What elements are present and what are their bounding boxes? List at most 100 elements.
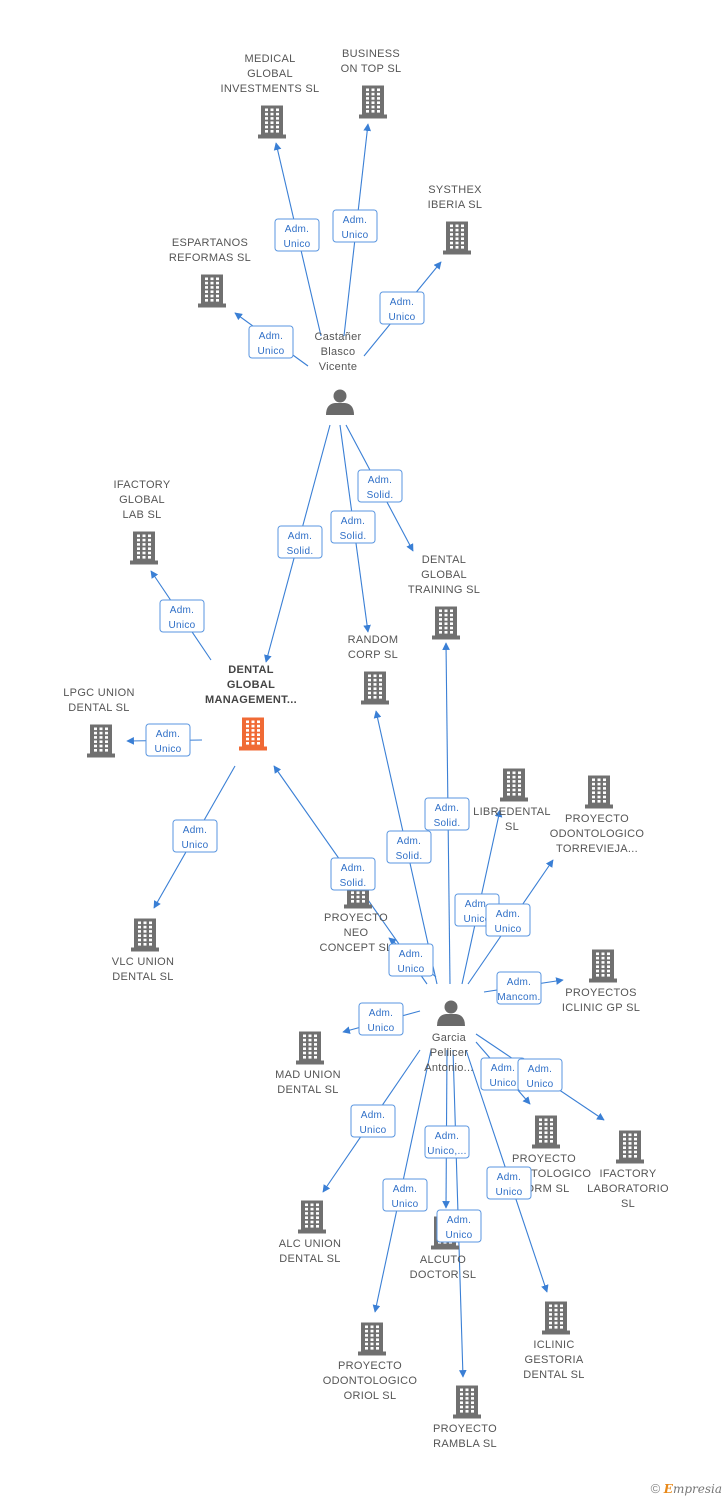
building-window [356,900,360,903]
role-label-garcia-to-iclinic_gp[interactable]: Adm.Mancom. [496,971,542,1005]
role-label-garcia-to-random[interactable]: Adm.Solid. [386,830,432,864]
role-label-garcia-to-mad[interactable]: Adm.Unico [358,1002,404,1036]
role-label-castaner-to-medical[interactable]: Adm.Unico [274,218,320,252]
building-window [148,551,151,555]
role-label-garcia-to-dental_training[interactable]: Adm.Solid. [424,797,470,831]
building-window [512,793,516,796]
building-window [305,1220,308,1224]
building-window [94,731,97,735]
building-window [539,1140,542,1143]
building-icon[interactable] [87,724,115,758]
building-window [99,731,103,735]
role-label-garcia-to-dental_mgmt[interactable]: Adm.Solid. [330,857,376,891]
building-icon-highlighted[interactable] [239,717,267,751]
building-icon[interactable] [298,1200,326,1234]
brand-logo[interactable]: Empresia [663,1482,722,1496]
building-icon[interactable] [453,1385,481,1419]
building-window [450,622,453,625]
role-label-castaner-to-espartanos[interactable]: Adm.Unico [248,325,294,359]
building-window [210,277,214,281]
building-window [554,1313,558,1316]
building-icon[interactable] [358,1322,386,1356]
role-label-castaner-to-dental_training[interactable]: Adm.Solid. [357,469,403,503]
role-label-castaner-to-dental_mgmt[interactable]: Adm.Solid. [277,525,323,559]
role-label-garcia-to-iclinic_gestoria[interactable]: Adm.Unico [486,1166,532,1200]
node-label: Garcia [432,1032,467,1044]
building-window [376,1334,379,1337]
building-icon[interactable] [443,221,471,255]
building-icon[interactable] [130,531,158,565]
building-icon[interactable] [585,775,613,809]
building-base [344,904,372,909]
role-label-castaner-to-random[interactable]: Adm.Solid. [330,510,376,544]
building-window [379,687,382,690]
node-label: PROYECTO [565,813,629,825]
building-window [356,891,360,894]
node-dental_mgmt[interactable]: DENTALGLOBALMANAGEMENT... [205,664,297,751]
building-icon[interactable] [361,671,389,705]
building-window [623,1155,626,1158]
person-icon[interactable] [437,1000,465,1027]
building-icon[interactable] [131,918,159,952]
building-window [205,294,208,298]
role-label-garcia-to-rambla[interactable]: Adm.Unico [436,1209,482,1243]
building-icon[interactable] [542,1301,570,1335]
role-label-castaner-to-systhex[interactable]: Adm.Unico [379,291,425,325]
role-label-garcia-to-neo[interactable]: Adm.Unico [388,943,434,977]
building-window [149,925,152,929]
building-icon[interactable] [532,1115,560,1149]
building-icon[interactable] [616,1130,644,1164]
role-label-garcia-to-alcuto[interactable]: Adm.Unico,... [424,1125,470,1159]
building-window [607,952,610,956]
role-label-dental_mgmt-to-vlc[interactable]: Adm.Unico [172,819,218,853]
building-window [634,1133,637,1137]
building-icon[interactable] [359,85,387,119]
building-icon[interactable] [500,768,528,802]
building-window [303,1034,306,1038]
role-label-castaner-to-business[interactable]: Adm.Unico [332,209,378,243]
building-icon[interactable] [296,1031,324,1065]
building-icon[interactable] [258,105,286,139]
building-window [316,1212,319,1215]
node-label: SL [505,821,519,833]
building-window [205,281,208,285]
role-label-garcia-to-oriol[interactable]: Adm.Unico [382,1178,428,1212]
building-base [258,134,286,139]
role-label-dental_mgmt-to-lpgc[interactable]: Adm.Unico [145,723,191,757]
role-label-garcia-to-alc[interactable]: Adm.Unico [350,1104,396,1138]
role-label-dental_mgmt-to-ifactory_global[interactable]: Adm.Unico [159,599,205,633]
role-label-garcia-to-ifactory_lab[interactable]: Adm.Unico [517,1058,563,1092]
building-icon[interactable] [589,949,617,983]
building-window [314,1047,317,1050]
role-label-garcia-to-torrevieja[interactable]: Adm.Unico [485,903,531,937]
building-window [439,631,442,634]
node-label: ODONTOLOGICO [323,1375,418,1387]
node-garcia[interactable]: GarciaPellicerAntonio... [424,1000,473,1075]
building-window [371,101,375,104]
node-label: IBERIA SL [428,199,483,211]
building-window [310,1212,314,1215]
building-window [444,609,448,613]
person-icon[interactable] [326,389,354,416]
building-icon[interactable] [198,274,226,308]
building-icon[interactable] [432,606,460,640]
node-torrevieja[interactable]: PROYECTOODONTOLOGICOTORREVIEJA... [550,775,645,856]
